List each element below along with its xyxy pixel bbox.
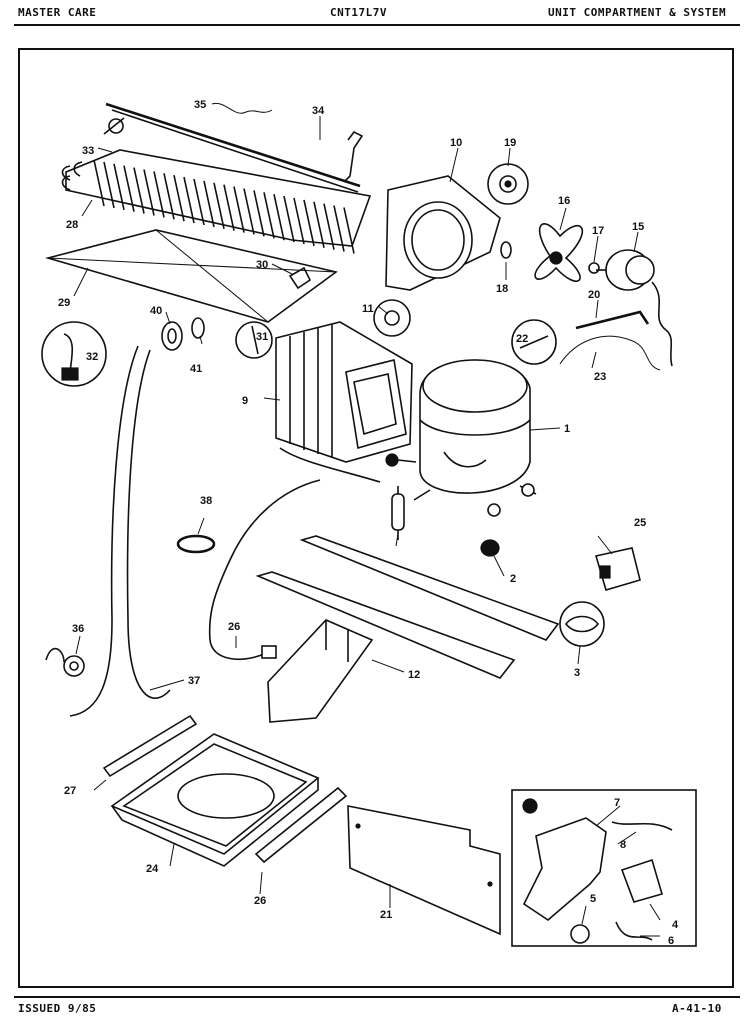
callout-8: 8: [620, 839, 626, 851]
part-39-grommet: [161, 321, 183, 351]
callout-28: 28: [66, 219, 78, 231]
callout-12: 12: [408, 669, 420, 681]
part-18-motor-bracket: [575, 310, 650, 330]
callout-6: 6: [668, 935, 674, 947]
header-model-number: CNT17L7V: [330, 6, 387, 19]
part-33-heater: [105, 102, 364, 193]
part-35-detail: [41, 321, 107, 387]
part-11-grommet: [373, 299, 411, 337]
callout-34: 35: [194, 99, 206, 111]
callout-9: 9: [242, 395, 248, 407]
part-26-rail: [102, 714, 198, 778]
callout-31: 31: [256, 331, 268, 343]
header-section-title: UNIT COMPARTMENT & SYSTEM: [548, 6, 727, 19]
callout-3: 3: [574, 667, 580, 679]
relay-ref-marker: [385, 453, 417, 467]
header-rule: [14, 24, 740, 26]
part-32-bracket: [103, 117, 125, 135]
callout-16: 17: [592, 225, 604, 237]
callout-21: 23: [594, 371, 606, 383]
part-21-wiring: [559, 335, 661, 371]
part-22-access-panel: [347, 805, 501, 936]
part-15-fan-blade: [534, 223, 584, 282]
callout-10: 10: [450, 137, 462, 149]
callout-33: 34: [312, 105, 325, 117]
footer-page-code: A-41-10: [672, 1002, 722, 1015]
callout-26: 27: [64, 785, 76, 797]
part-37-drain-tube: [69, 345, 171, 717]
part-25-drain-pan: [110, 733, 320, 867]
callout-17: 18: [496, 283, 508, 295]
callout-27: 26: [254, 895, 266, 907]
callout-19: 19: [504, 137, 516, 149]
part-1-compressor: [413, 359, 537, 517]
part-23-switch: [594, 547, 641, 591]
callout-11: 11: [362, 303, 374, 315]
callout-35: 32: [86, 351, 98, 363]
callout-20: 22: [516, 333, 528, 345]
header-model-brand: MASTER CARE: [18, 6, 97, 19]
part-41-drier: [391, 486, 405, 540]
callout-23: 25: [634, 517, 646, 529]
part-17-clip: [500, 241, 512, 259]
part-12-base-rail: [255, 535, 560, 723]
part-3-detail: [559, 601, 605, 647]
part-34-wire: [211, 102, 273, 114]
callout-32: 33: [82, 145, 94, 157]
part-27-rail: [254, 786, 348, 864]
part-24-power-cord: [208, 479, 321, 661]
part-14-fan-motor: [596, 249, 673, 367]
relay-inset-box: [511, 789, 697, 947]
callout-14: 15: [632, 221, 644, 233]
part-31-detail: [235, 321, 273, 359]
diagram-frame: [18, 48, 734, 988]
callout-1: 1: [564, 423, 570, 435]
part-2-mount: [480, 539, 500, 557]
callout-18: 20: [588, 289, 600, 301]
callout-38: 38: [200, 495, 212, 507]
part-19-grommet: [487, 163, 529, 205]
callout-39: 40: [150, 305, 162, 317]
part-16-washer: [588, 262, 600, 274]
callout-24: 26: [228, 621, 240, 633]
callout-15: 16: [558, 195, 570, 207]
footer-rule: [14, 996, 740, 998]
part-38-clamp: [176, 534, 216, 554]
callout-36: 36: [72, 623, 84, 635]
part-29-drip-shield: [44, 229, 338, 323]
callout-7: 7: [614, 797, 620, 809]
callout-leaders: [73, 116, 661, 937]
callout-5: 5: [590, 893, 596, 905]
callout-labels: 35 34 33 28 30 29 10 19 16 17 15 18 20 2…: [58, 99, 679, 947]
callout-25: 24: [146, 863, 159, 875]
callout-2: 2: [510, 573, 516, 585]
part-40-grommet: [191, 317, 205, 339]
callout-30: 30: [256, 259, 268, 271]
part-10-fan-shroud: [385, 175, 501, 291]
footer-issue-date: ISSUED 9/85: [18, 1002, 97, 1015]
part-28-condenser: [61, 149, 372, 254]
callout-37: 37: [188, 675, 200, 687]
part-9-evaporator: [275, 321, 413, 483]
callout-4: 4: [672, 919, 679, 931]
part-36-heater-coil: [45, 647, 85, 677]
callout-40: 41: [190, 363, 202, 375]
callout-22: 21: [380, 909, 392, 921]
part-20-detail: [511, 319, 557, 365]
callout-29: 29: [58, 297, 70, 309]
